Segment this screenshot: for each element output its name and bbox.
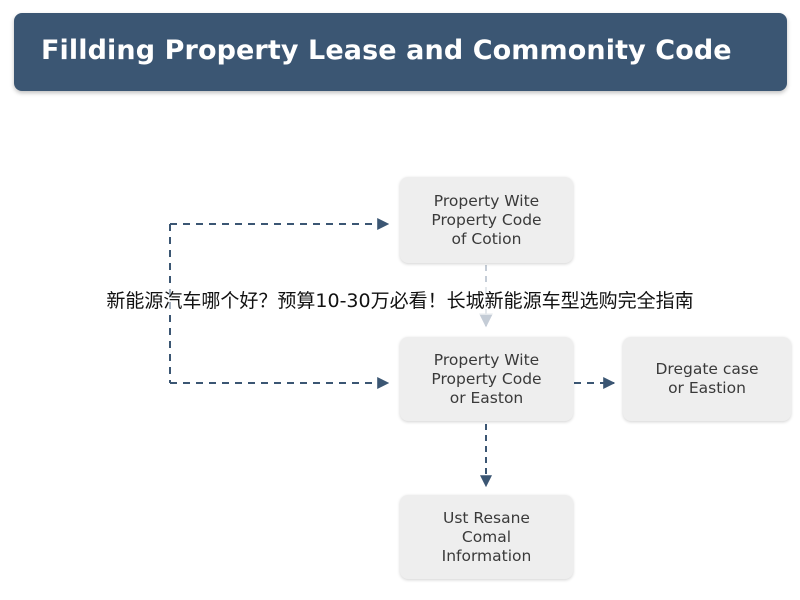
process-box-property-code-easton: Property Wite Property Code or Easton [400,337,573,421]
process-box-property-code-cotion: Property Wite Property Code of Cotion [400,177,573,263]
header-bar: Fillding Property Lease and Commonity Co… [14,13,787,91]
process-box-resane-information: Ust Resane Comal Information [400,495,573,579]
diagram-title: Fillding Property Lease and Commonity Co… [41,35,732,66]
process-box-dregate-case: Dregate case or Eastion [623,337,791,421]
overlay-caption: 新能源汽车哪个好？预算10-30万必看！长城新能源车型选购完全指南 [0,287,800,315]
